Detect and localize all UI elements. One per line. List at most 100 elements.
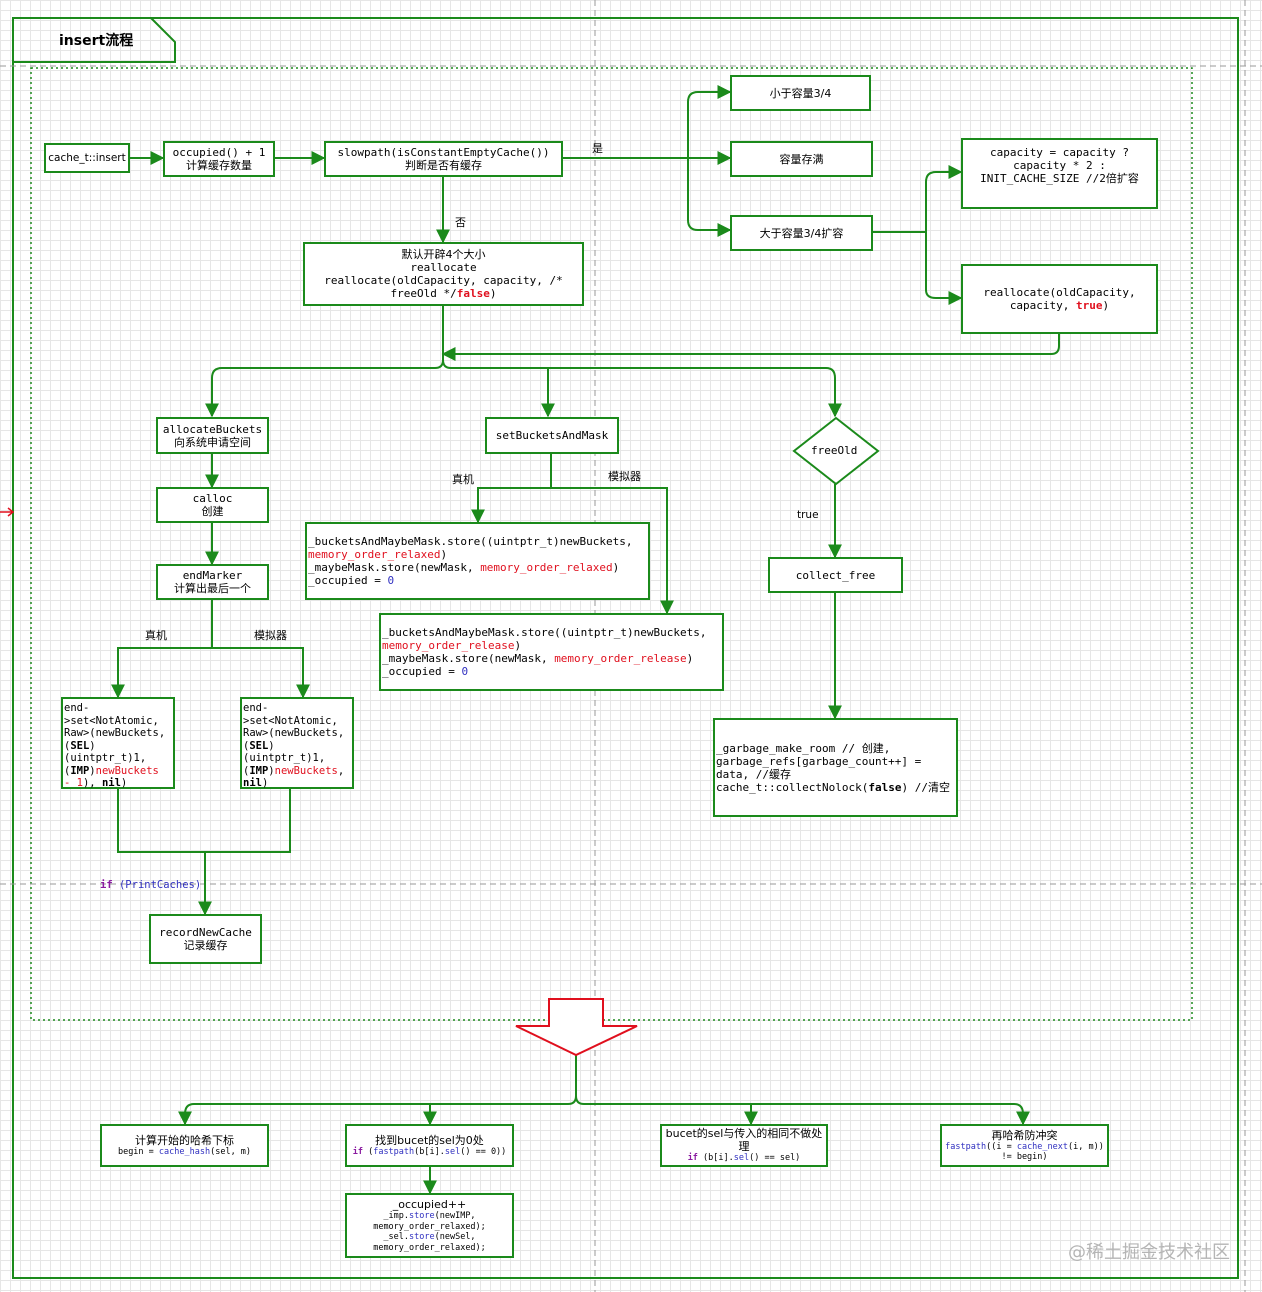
end-left-l6: (IMP)newBuckets (64, 764, 159, 777)
node-store-release[interactable]: _bucketsAndMaybeMask.store((uintptr_t)ne… (379, 613, 724, 691)
node-capacity-line1: capacity = capacity ? (989, 146, 1130, 159)
node-lt34-label: 小于容量3/4 (769, 86, 832, 100)
node-full-label: 容量存满 (779, 152, 824, 166)
node-default-desc: 默认开辟4个大小 (401, 248, 486, 261)
node-rehash[interactable]: 再哈希防冲突 fastpath((i = cache_next(i, m)) !… (940, 1124, 1109, 1167)
node-realloc-true[interactable]: reallocate(oldCapacity, capacity, true) (961, 264, 1158, 334)
node-gt34[interactable]: 大于容量3/4扩容 (730, 215, 873, 251)
occ-inc-l4: _sel.store(newSel, (383, 1232, 476, 1242)
node-calloc[interactable]: calloc 创建 (156, 487, 269, 523)
node-garbage[interactable]: _garbage_make_room // 创建, garbage_refs[g… (713, 718, 958, 817)
node-gt34-label: 大于容量3/4扩容 (759, 226, 844, 240)
relaxed-l2: memory_order_relaxed) (308, 548, 448, 561)
end-right-l7: nil) (243, 777, 269, 789)
node-endmarker[interactable]: endMarker 计算出最后一个 (156, 564, 269, 600)
big-down-arrow-icon (515, 998, 638, 1057)
end-left-l5: (uintptr_t)1, (64, 752, 147, 764)
node-store-relaxed[interactable]: _bucketsAndMaybeMask.store((uintptr_t)ne… (305, 522, 650, 600)
node-capacity[interactable]: capacity = capacity ? capacity * 2 : INI… (961, 138, 1158, 209)
node-end-set-simulator[interactable]: end- >set<NotAtomic, Raw>(newBuckets, (S… (240, 697, 354, 789)
node-slowpath[interactable]: slowpath(isConstantEmptyCache()) 判断是否有缓存 (324, 141, 563, 177)
hash-begin-code: begin = cache_hash(sel, m) (117, 1146, 252, 1157)
node-record-code: recordNewCache (159, 926, 252, 939)
occ-inc-l5: memory_order_relaxed); (373, 1242, 486, 1253)
node-collect-free-label: collect_free (795, 568, 876, 582)
inner-dotted-frame (30, 67, 1193, 1021)
node-calloc-code: calloc (192, 492, 233, 505)
node-collect-free[interactable]: collect_free (768, 557, 903, 593)
occ-inc-l1: _occupied++ (392, 1198, 467, 1211)
node-capacity-line3: INIT_CACHE_SIZE //2倍扩容 (980, 172, 1139, 185)
end-right-l6: (IMP)newBuckets, (243, 764, 345, 777)
node-same-sel[interactable]: bucet的sel与传入的相同不做处理 if (b[i].sel() == se… (660, 1124, 828, 1167)
node-allocate-buckets[interactable]: allocateBuckets 向系统申请空间 (156, 417, 269, 454)
end-right-l5: (uintptr_t)1, (243, 752, 326, 764)
edge-label-printcaches: if (PrintCaches) (100, 879, 202, 891)
end-right-l4: (SEL) (243, 739, 275, 752)
node-realloc-true-line2: capacity, true) (1009, 299, 1110, 312)
node-capacity-line2: capacity * 2 : (1013, 159, 1106, 172)
node-endmarker-desc: 计算出最后一个 (174, 582, 251, 595)
end-left-l3: Raw>(newBuckets, (64, 727, 166, 739)
node-set-buckets-and-mask[interactable]: setBucketsAndMask (485, 417, 619, 454)
release-l3: _maybeMask.store(newMask, memory_order_r… (382, 652, 694, 665)
node-full[interactable]: 容量存满 (730, 141, 873, 177)
node-found-zero[interactable]: 找到bucet的sel为0处 if (fastpath(b[i].sel() =… (345, 1124, 514, 1167)
node-hash-begin[interactable]: 计算开始的哈希下标 begin = cache_hash(sel, m) (100, 1124, 269, 1167)
same-sel-code: if (b[i].sel() == sel) (687, 1153, 801, 1164)
rehash-code-1: fastpath((i = cache_next(i, m)) (945, 1141, 1104, 1152)
node-freeold-label: freeOld (811, 444, 858, 457)
release-l4: _occupied = 0 (382, 665, 469, 678)
end-right-l3: Raw>(newBuckets, (243, 727, 345, 739)
edge-label-simulator-mid: 模拟器 (608, 470, 641, 483)
node-slowpath-code: slowpath(isConstantEmptyCache()) (337, 146, 550, 159)
node-cache-insert-label: cache_t::insert (48, 151, 126, 164)
node-default-alloc[interactable]: 默认开辟4个大小 reallocate reallocate(oldCapaci… (303, 242, 584, 306)
relaxed-l1: _bucketsAndMaybeMask.store((uintptr_t)ne… (308, 535, 633, 548)
edge-label-yes: 是 (592, 142, 603, 155)
garbage-l1: _garbage_make_room // 创建, (716, 741, 891, 755)
node-calloc-desc: 创建 (201, 505, 224, 518)
node-allocate-code: allocateBuckets (162, 422, 263, 436)
node-set-buckets-label: setBucketsAndMask (495, 429, 609, 442)
same-sel-desc: bucet的sel与传入的相同不做处理 (665, 1127, 823, 1154)
edge-label-device-left: 真机 (145, 629, 167, 642)
occ-inc-l3: memory_order_relaxed); (373, 1221, 486, 1232)
title-tab-outline (13, 17, 176, 63)
node-endmarker-code: endMarker (182, 569, 243, 582)
node-cache-insert[interactable]: cache_t::insert (44, 143, 130, 173)
node-occupied-code: occupied() + 1 (172, 146, 266, 159)
end-right-l2: >set<NotAtomic, (243, 714, 338, 727)
node-default-line4: freeOld */false) (390, 287, 497, 300)
node-slowpath-desc: 判断是否有缓存 (405, 159, 482, 172)
garbage-l3: data, //缓存 (716, 767, 791, 781)
release-l2: memory_order_release) (382, 639, 522, 652)
node-record-new-cache[interactable]: recordNewCache 记录缓存 (149, 914, 262, 964)
end-left-l2: >set<NotAtomic, (64, 714, 159, 727)
watermark: @稀土掘金技术社区 (1068, 1242, 1230, 1263)
found-zero-code: if (fastpath(b[i].sel() == 0)) (352, 1146, 507, 1157)
node-realloc-true-line1: reallocate(oldCapacity, (983, 286, 1136, 299)
node-default-line2: reallocate (410, 261, 477, 274)
frame-title: insert流程 (59, 33, 134, 49)
release-l1: _bucketsAndMaybeMask.store((uintptr_t)ne… (382, 626, 707, 639)
edge-label-true: true (797, 509, 819, 521)
node-lt34[interactable]: 小于容量3/4 (730, 75, 871, 111)
node-freeold-diamond[interactable] (791, 416, 881, 486)
occ-inc-l2: _imp.store(newIMP, (383, 1211, 476, 1221)
found-zero-desc: 找到bucet的sel为0处 (375, 1133, 484, 1147)
node-allocate-desc: 向系统申请空间 (174, 435, 251, 449)
end-left-l1: end- (64, 702, 90, 714)
node-end-set-device[interactable]: end- >set<NotAtomic, Raw>(newBuckets, (S… (61, 697, 175, 789)
rehash-desc: 再哈希防冲突 (991, 1128, 1058, 1142)
rehash-code-2: != begin) (1001, 1152, 1048, 1162)
garbage-l4: cache_t::collectNolock(false) //清空 (716, 780, 950, 794)
edge-label-device-mid: 真机 (452, 473, 474, 486)
edge-label-simulator-left: 模拟器 (254, 629, 287, 642)
edge-label-no: 否 (455, 216, 466, 229)
node-occupied-desc: 计算缓存数量 (186, 159, 252, 172)
node-occupied-increment[interactable]: _occupied++ _imp.store(newIMP, memory_or… (345, 1193, 514, 1258)
garbage-l2: garbage_refs[garbage_count++] = (716, 754, 922, 768)
node-occupied[interactable]: occupied() + 1 计算缓存数量 (163, 141, 275, 177)
